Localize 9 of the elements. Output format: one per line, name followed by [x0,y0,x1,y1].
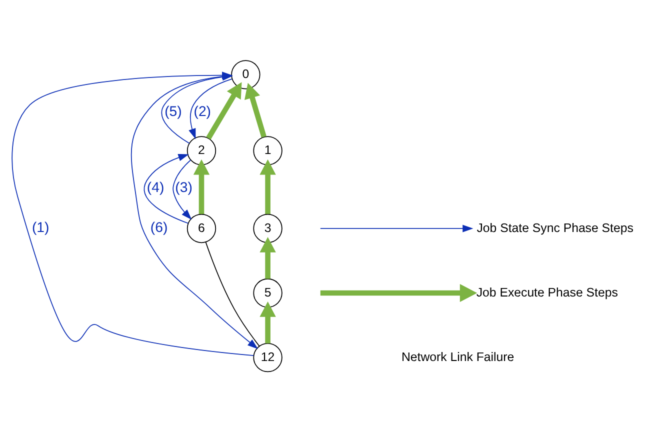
edge-label: (2) [194,102,212,119]
edge-label: (1) [32,218,50,234]
edge-label: (4) [146,178,164,195]
edge-label: (5) [164,102,182,119]
edge-label: (6) [150,218,168,234]
edge-label: (3) [175,178,192,195]
legend-label: Network Link Failure [402,349,514,364]
legend-label: Job Execute Phase Steps [476,284,618,299]
legend-label: Job State Sync Phase Steps [476,220,634,234]
